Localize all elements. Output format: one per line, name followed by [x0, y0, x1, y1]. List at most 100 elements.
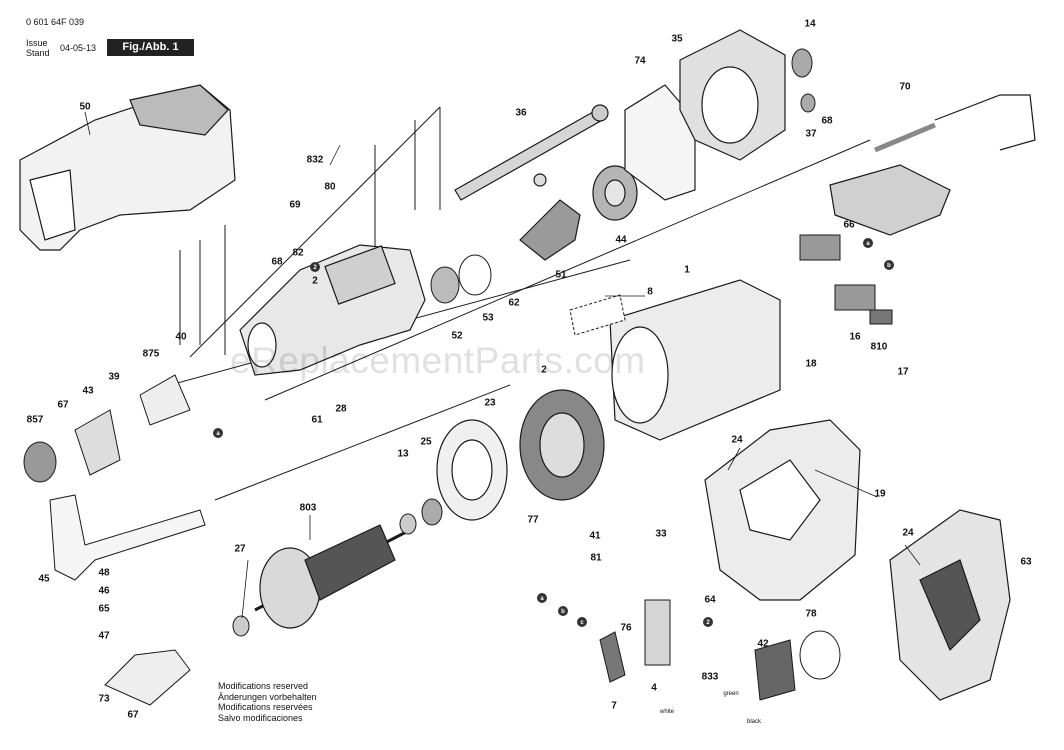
connector-a: a	[216, 431, 220, 437]
modifications-line: Modifications reservées	[218, 702, 313, 712]
capacitor	[754, 639, 796, 701]
callout-1: 1	[684, 264, 690, 276]
part-number: 0 601 64F 039	[26, 17, 85, 27]
callout-36: 36	[515, 107, 527, 119]
callout-833: 833	[701, 671, 719, 683]
callout-68: 68	[271, 256, 283, 268]
modifications-note: Modifications reserved Änderungen vorbeh…	[218, 681, 317, 723]
connector-markers	[213, 238, 894, 627]
callout-857: 857	[26, 414, 44, 426]
crank	[519, 173, 581, 261]
callout-23: 23	[484, 397, 496, 409]
handle-half-left	[704, 419, 861, 601]
callout-19: 19	[874, 488, 886, 500]
callout-14: 14	[804, 18, 816, 30]
callout-39: 39	[108, 371, 120, 383]
callout-74: 74	[634, 55, 646, 67]
plunger-shaft	[454, 104, 609, 201]
callout-33: 33	[655, 528, 667, 540]
gear	[592, 165, 638, 221]
stator-guide	[519, 389, 605, 501]
shoe	[49, 494, 206, 581]
connector-b: b	[887, 263, 891, 269]
bearing-14	[791, 48, 813, 78]
callout-53: 53	[482, 312, 494, 324]
callout-78: 78	[805, 608, 817, 620]
clamp-bracket	[74, 409, 121, 476]
stand-label: Stand	[26, 48, 50, 58]
clamp-sleeve	[23, 441, 57, 483]
label-plate	[569, 294, 626, 336]
callout-64: 64	[704, 594, 716, 606]
callout-24-b: 24	[902, 527, 914, 539]
callout-13: 13	[397, 448, 409, 460]
callout-40: 40	[175, 331, 187, 343]
modifications-line: Änderungen vorbehalten	[218, 691, 317, 702]
connector-a-3: a	[540, 596, 544, 602]
callout-46: 46	[98, 585, 110, 597]
callout-25: 25	[420, 436, 432, 448]
handle-half-right	[889, 509, 1011, 701]
callout-81: 81	[590, 552, 602, 564]
connector-glyphs: 2 a a b a b c 2	[216, 241, 891, 626]
gearbox-plate	[624, 84, 696, 201]
carbon-brush	[869, 309, 893, 325]
callout-875: 875	[142, 348, 160, 360]
switch	[644, 599, 671, 666]
callout-47: 47	[98, 630, 110, 642]
modifications-line: Modifications reserved	[218, 681, 309, 691]
callout-67-b: 67	[127, 709, 139, 721]
callout-73: 73	[98, 693, 110, 705]
connector-2-2: 2	[706, 620, 710, 626]
callout-4: 4	[651, 682, 657, 694]
callout-70: 70	[899, 81, 911, 93]
bearing-27	[232, 615, 250, 637]
callout-832: 832	[306, 154, 324, 166]
bearing-25	[421, 498, 443, 526]
callout-43: 43	[82, 385, 94, 397]
callout-42: 42	[757, 638, 769, 650]
issue-label: Issue	[26, 38, 48, 48]
connector-2: 2	[313, 265, 317, 271]
callout-810: 810	[870, 341, 888, 353]
brush-holder-b	[834, 284, 876, 311]
bearing-housing	[679, 29, 786, 161]
callout-27: 27	[234, 543, 246, 555]
callout-48: 48	[98, 567, 110, 579]
watermark: eReplacementParts.com	[230, 340, 646, 381]
connector-a-2: a	[866, 241, 870, 247]
callout-18: 18	[805, 358, 817, 370]
callout-803: 803	[299, 502, 317, 514]
fan-guide	[436, 419, 508, 521]
issue-date: 04-05-13	[60, 43, 97, 53]
callout-77: 77	[527, 514, 539, 526]
callout-24: 24	[731, 434, 743, 446]
trigger	[599, 631, 626, 683]
callout-67: 67	[57, 399, 69, 411]
callout-52: 52	[451, 330, 463, 342]
plate-53	[458, 254, 492, 296]
callout-44: 44	[615, 234, 627, 246]
front-housing	[19, 84, 236, 251]
callout-2-b: 2	[541, 364, 547, 376]
callout-61: 61	[311, 414, 323, 426]
callout-2: 2	[312, 275, 318, 287]
switch-cover	[829, 164, 951, 236]
callout-8: 8	[647, 286, 653, 298]
wire-label-white: white	[659, 709, 675, 715]
bearing-52	[430, 266, 460, 304]
gear-housing	[239, 244, 426, 376]
strain-relief	[799, 630, 841, 680]
callout-41: 41	[589, 530, 601, 542]
callout-62: 62	[508, 297, 520, 309]
callout-82: 82	[292, 247, 304, 259]
callout-80: 80	[324, 181, 336, 193]
modifications-line: Salvo modificaciones	[218, 712, 303, 723]
callout-51: 51	[555, 269, 567, 281]
brush-holder-a	[799, 234, 841, 261]
callout-65: 65	[98, 603, 110, 615]
blade-clamp	[139, 374, 191, 426]
callout-17: 17	[897, 366, 909, 378]
bearing-13	[399, 513, 417, 535]
